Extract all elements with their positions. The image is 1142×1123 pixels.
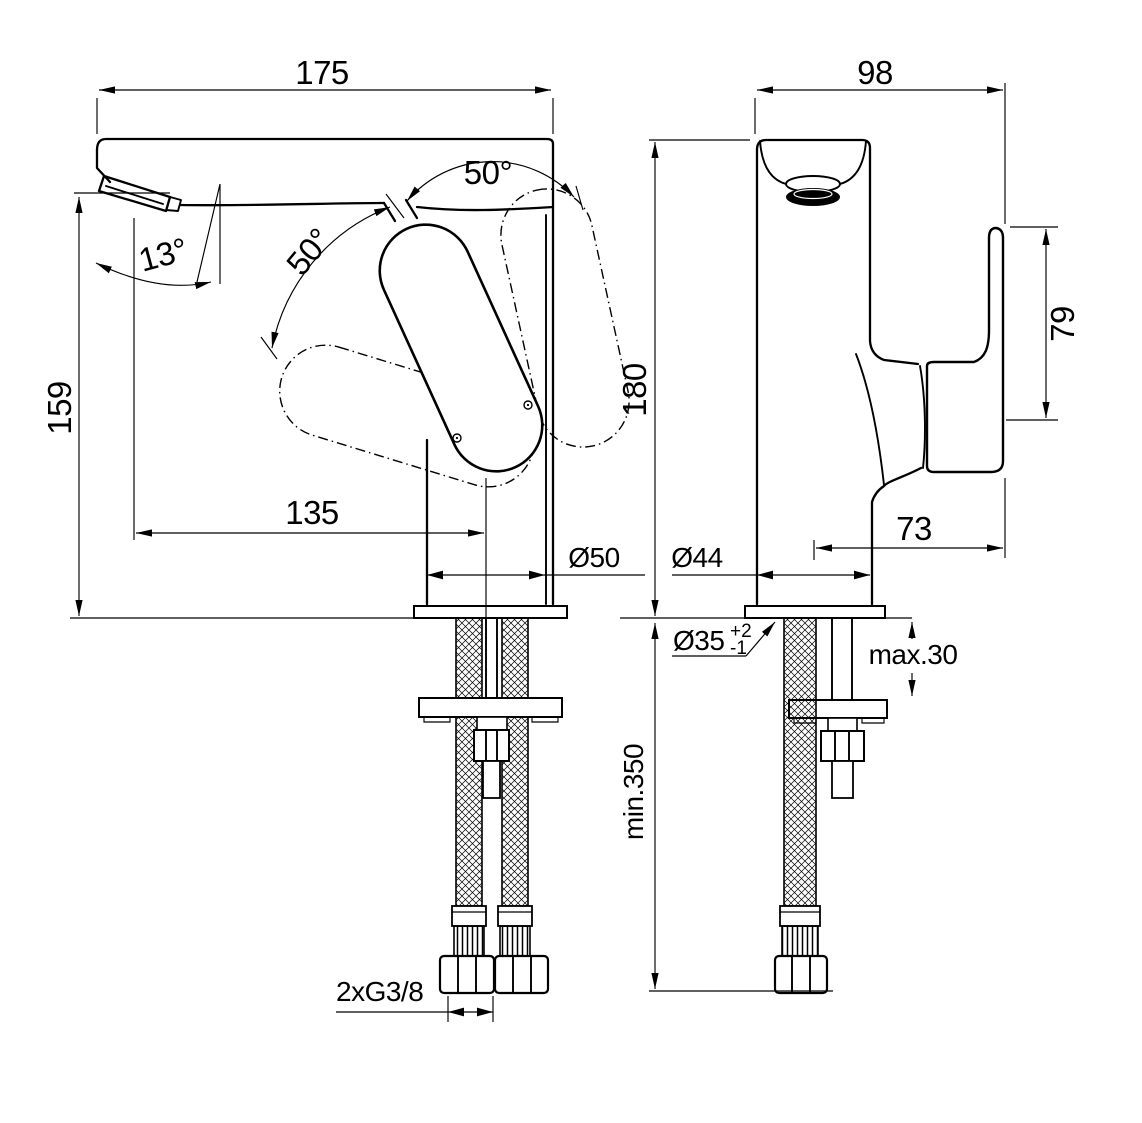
dim-side-spout-height: 159 <box>41 192 414 619</box>
hose-left-nut <box>438 954 496 995</box>
hose-front-collar <box>779 905 821 927</box>
dim-label-50deg-b: 50° <box>464 154 512 191</box>
dim-label-d50: Ø50 <box>568 542 619 573</box>
spout-body-outline <box>95 137 555 606</box>
mounting-nut <box>473 729 510 762</box>
dim-label-180: 180 <box>616 363 653 417</box>
dim-side-overall-width: 175 <box>96 54 554 134</box>
dim-side-base-diameter: Ø50 <box>427 542 645 580</box>
hose-right-collar <box>497 905 533 927</box>
supply-hose-front <box>773 617 888 995</box>
mounting-plate-feet <box>423 717 559 723</box>
handle-collar-joint <box>919 365 926 469</box>
handle-pivot-dots <box>452 400 533 443</box>
dim-front-max-deck: max.30 <box>869 622 958 696</box>
base-plate <box>413 605 568 619</box>
hose-front-nut <box>773 954 829 995</box>
hose-right-crimp <box>499 925 531 957</box>
dim-label-d35: Ø35 <box>673 625 724 656</box>
aerator-face <box>786 188 840 206</box>
side-view: 175 159 13° 50° 50° 135 <box>41 54 645 1022</box>
hose-right-nut <box>493 954 550 995</box>
dim-label-max30: max.30 <box>869 639 958 670</box>
hose-left-collar <box>451 905 487 927</box>
supply-hoses <box>418 617 563 995</box>
dim-front-min-clearance: min.350 <box>618 623 833 992</box>
mounting-plate <box>418 697 563 718</box>
dim-front-body-height: 180 <box>616 139 750 616</box>
dim-label-175: 175 <box>295 54 349 91</box>
dim-label-73: 73 <box>896 510 932 547</box>
handle-lever <box>378 223 544 473</box>
rod-lower <box>482 760 501 799</box>
dim-front-body-diameter: Ø44 <box>671 542 870 580</box>
dim-label-50deg-a: 50° <box>279 221 338 282</box>
body-outline <box>755 138 920 366</box>
dim-label-min350: min.350 <box>618 744 649 840</box>
hose-front-crimp <box>781 925 819 957</box>
cartridge-dome <box>855 353 885 486</box>
spout-underside-left <box>178 201 386 207</box>
base-plate-front <box>744 605 886 619</box>
dim-side-aerator-angle: 13° <box>95 183 221 290</box>
hose-front-braid <box>783 617 817 907</box>
mounting-nut-facets <box>485 729 498 762</box>
handle-profile <box>925 226 1005 474</box>
dim-label-135: 135 <box>285 494 339 531</box>
dim-label-98: 98 <box>857 54 893 91</box>
rod-lower-front <box>831 760 854 799</box>
handle-neck <box>382 198 419 223</box>
hose-nut-facets <box>457 955 532 994</box>
aerator-front <box>759 140 867 206</box>
rod-washer-front <box>827 717 858 732</box>
dim-side-supply-connection: 2xG3/8 <box>336 976 494 1022</box>
dim-label-13deg: 13° <box>135 230 191 278</box>
dim-label-d44: Ø44 <box>671 542 722 573</box>
dim-label-159: 159 <box>41 381 78 435</box>
dim-side-spout-reach: 135 <box>133 218 487 645</box>
body-lower-right-edge <box>870 466 923 606</box>
front-view: 98 180 min.350 79 73 Ø44 <box>616 54 1081 995</box>
dim-label-d35-tol-minus: -1 <box>730 638 747 659</box>
dim-front-handle-height: 79 <box>1006 226 1081 421</box>
mounting-nut-front-facets <box>834 730 850 762</box>
dim-front-hole-diameter: Ø35 +2 -1 <box>672 621 776 659</box>
rod-washer <box>476 716 508 731</box>
dim-label-2xg38: 2xG3/8 <box>336 976 423 1007</box>
hose-left-crimp <box>453 925 485 957</box>
hose-front-nut-facets <box>791 955 811 994</box>
spout-underside-right <box>415 205 555 212</box>
dim-front-overall-depth: 98 <box>754 54 1006 224</box>
dim-label-d35-tol-plus: +2 <box>730 621 752 642</box>
threaded-rod-front <box>831 617 853 701</box>
dim-label-79: 79 <box>1044 306 1081 342</box>
dim-front-handle-reach: 73 <box>813 478 1006 560</box>
dim-side-handle-arc-open: 50° <box>406 154 584 211</box>
threaded-rod <box>485 617 498 699</box>
mounting-nut-front <box>820 730 865 762</box>
